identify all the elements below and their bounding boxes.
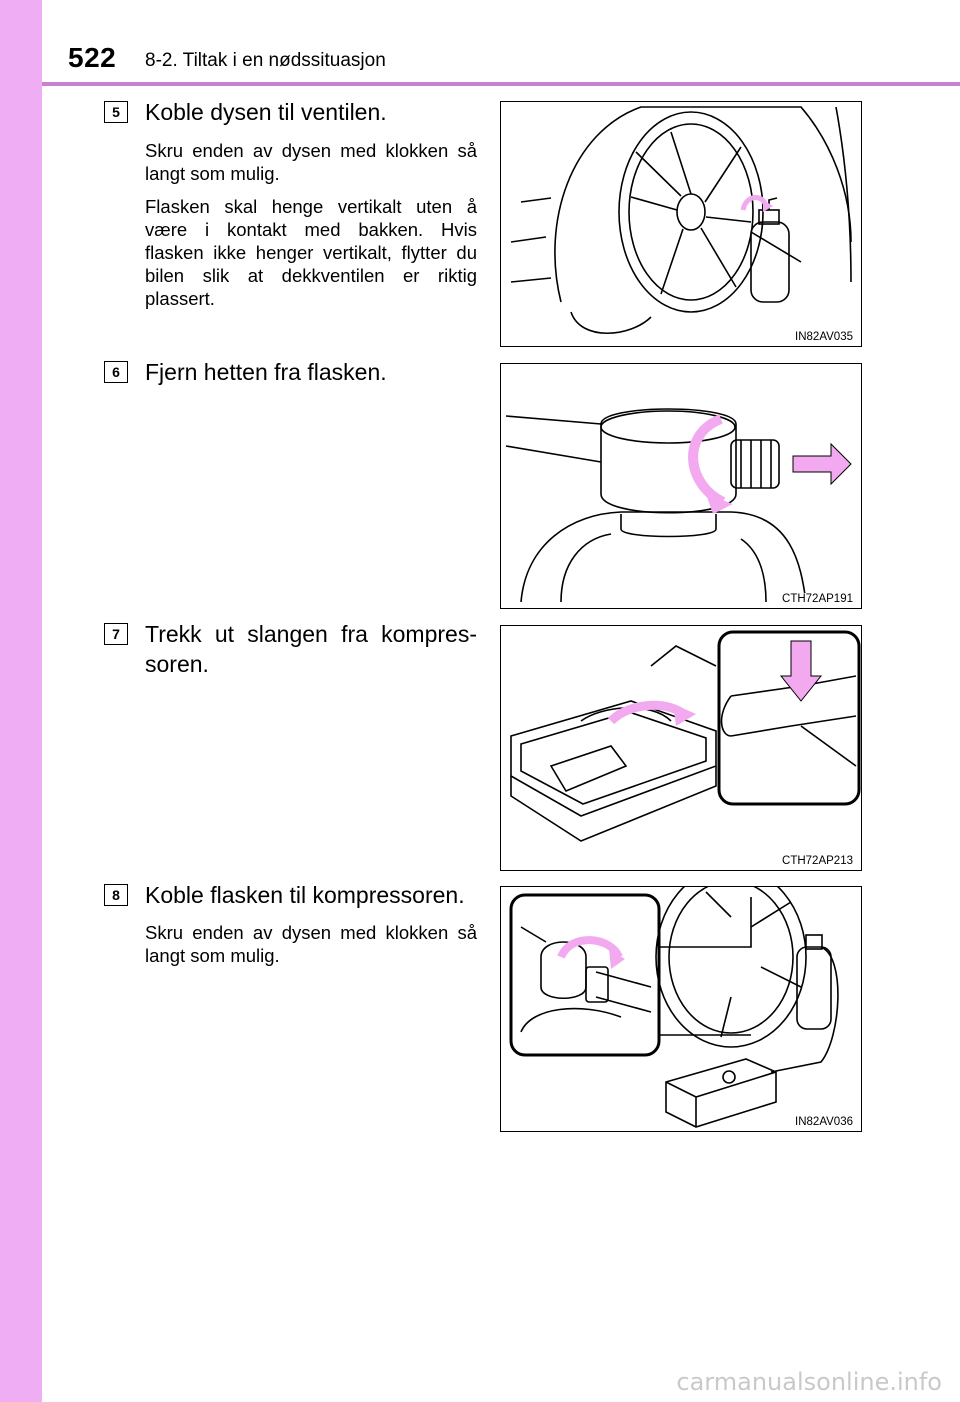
bottle-compressor-illustration <box>509 887 839 1128</box>
section-title: 8-2. Tiltak i en nødssituasjon <box>145 50 386 71</box>
step-6-badge: 6 <box>104 361 128 383</box>
wheel-bottle-illustration <box>510 106 852 334</box>
step-8-text-1: Skru enden av dysen med klokken så langt… <box>145 922 477 966</box>
figure-code-6: CTH72AP191 <box>780 593 855 605</box>
step-5-text-1: Skru enden av dysen med klokken så langt… <box>145 140 477 184</box>
step-5-title: Koble dysen til ventilen. <box>145 99 387 125</box>
figure-pull-hose: CTH72AP213 <box>500 625 862 871</box>
figure-nozzle-to-valve: IN82AV035 <box>500 101 862 347</box>
figure-code-8: IN82AV036 <box>793 1116 855 1128</box>
step-5-text-2: Flasken skal henge vertikalt uten å være… <box>145 196 477 309</box>
step-6-title: Fjern hetten fra flasken. <box>145 359 387 385</box>
footer-watermark: carmanualsonline.info <box>676 1368 942 1396</box>
figure-code-7: CTH72AP213 <box>780 855 855 867</box>
header-rule <box>42 82 960 86</box>
step-5-badge: 5 <box>104 101 128 123</box>
bottle-cap-illustration <box>505 408 852 603</box>
step-8-title: Koble flasken til kompressoren. <box>145 882 465 908</box>
step-7-title-line1: Trekk ut slangen fra kompres- <box>145 621 477 647</box>
figure-code-5: IN82AV035 <box>793 331 855 343</box>
step-7-badge: 7 <box>104 623 128 645</box>
page-sidebar <box>0 0 42 1402</box>
compressor-hose-illustration <box>510 630 861 842</box>
figure-remove-cap: CTH72AP191 <box>500 363 862 609</box>
step-7-title-line2: soren. <box>145 651 209 677</box>
figure-bottle-to-compressor: IN82AV036 <box>500 886 862 1132</box>
step-8-badge: 8 <box>104 884 128 906</box>
page-number: 522 <box>68 42 117 73</box>
